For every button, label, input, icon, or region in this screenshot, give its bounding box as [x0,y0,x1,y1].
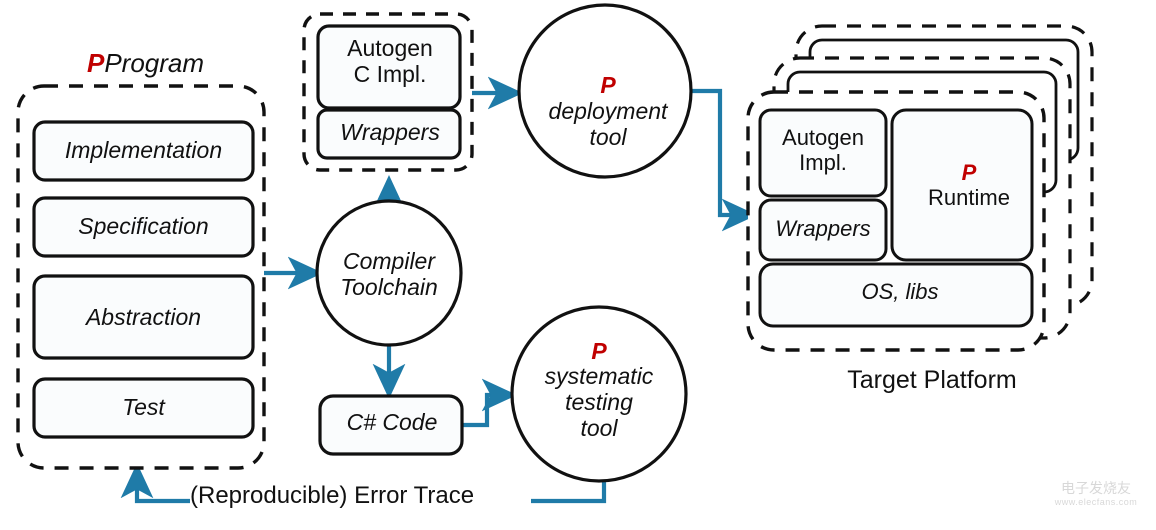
box-test [32,377,255,439]
edge-csharp-to-systest [462,378,518,428]
box-implementation [32,120,255,182]
edge-errortrace-to-program [120,462,190,504]
edge-deployment-to-target [691,88,758,232]
box-specification [32,196,255,258]
box-abstraction [32,274,255,360]
box-autogen-c-impl [316,24,462,110]
circle-deployment-tool [517,3,693,179]
circle-systematic-testing-tool [510,305,688,483]
circle-compiler-toolchain [315,199,463,347]
box-wrappers-target [758,198,888,262]
box-csharp-code [318,394,464,456]
box-p-runtime [890,108,1034,262]
box-wrappers-top [316,108,462,160]
box-autogen-impl [758,108,888,198]
box-os-libs [758,262,1034,328]
